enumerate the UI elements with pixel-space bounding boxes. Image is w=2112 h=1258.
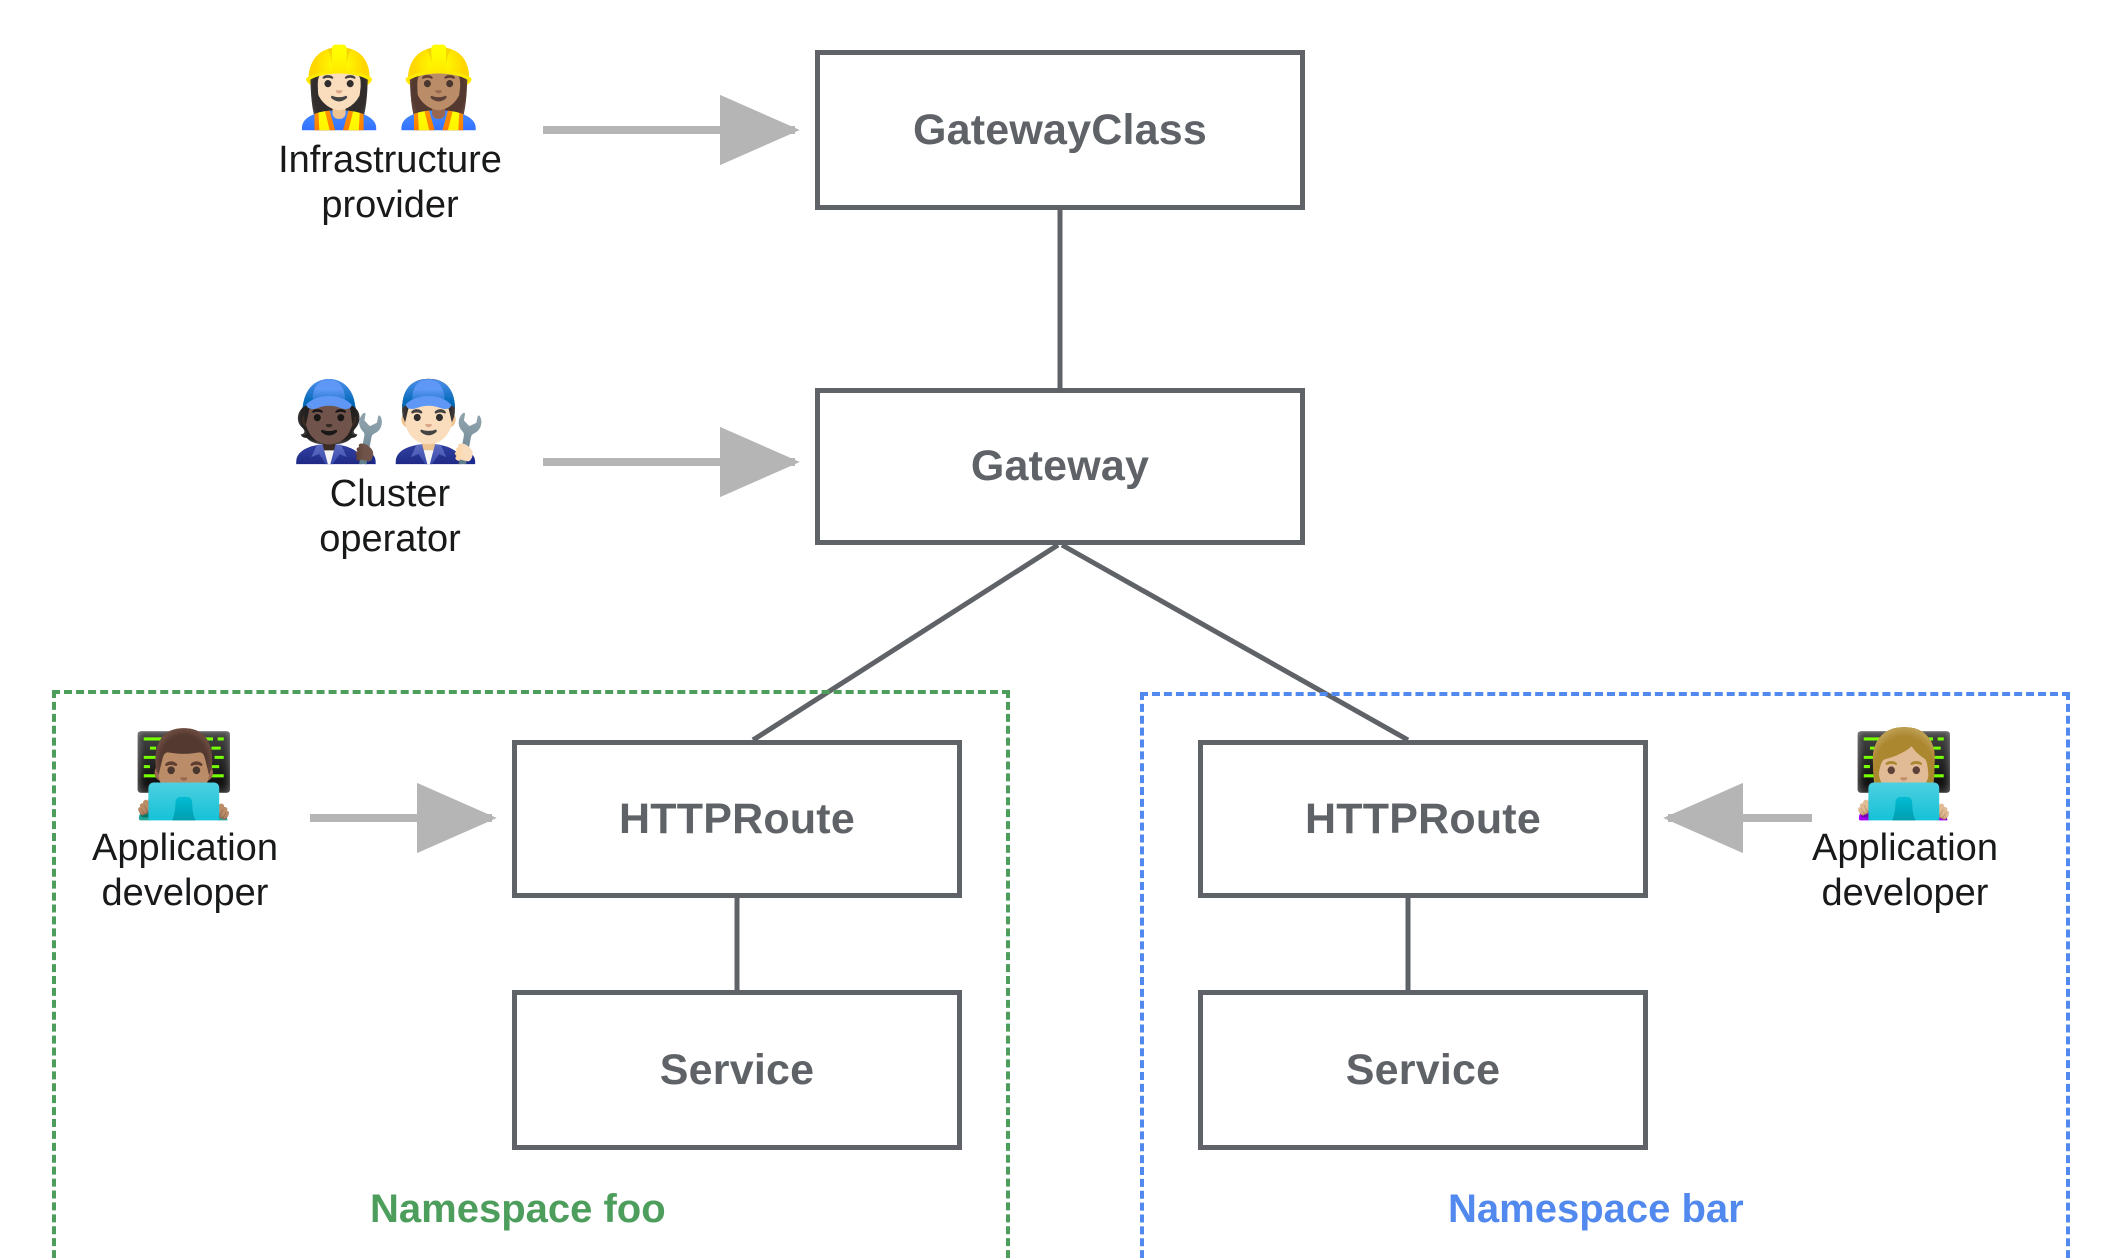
service-foo-box[interactable]: Service [512,990,962,1150]
persona-infrastructure-provider-label: Infrastructure provider [278,138,502,226]
namespace-foo-container [52,690,1010,1258]
gatewayclass-label: GatewayClass [912,105,1207,154]
persona-app-developer-foo: 👨🏽‍💻 Application developer [70,730,300,916]
technologist-icon: 👨🏽‍💻 [131,725,239,823]
namespace-foo-label: Namespace foo [370,1187,666,1231]
technologist-icon: 👩🏼‍💻 [1851,725,1959,823]
persona-infrastructure-provider: 👷🏻‍♀️👷🏽‍♀️ Infrastructure provider [240,43,540,228]
namespace-bar-container [1140,692,2070,1258]
httproute-bar-label: HTTPRoute [1305,794,1541,843]
service-bar-label: Service [1345,1045,1501,1094]
service-foo-label: Service [659,1045,815,1094]
httproute-foo-label: HTTPRoute [619,794,855,843]
service-bar-box[interactable]: Service [1198,990,1648,1150]
gatewayclass-box[interactable]: GatewayClass [815,50,1305,210]
httproute-bar-box[interactable]: HTTPRoute [1198,740,1648,898]
namespace-bar-label: Namespace bar [1448,1187,1744,1231]
gateway-box[interactable]: Gateway [815,388,1305,545]
persona-cluster-operator: 🧑🏿‍🔧👨🏻‍🔧 Cluster operator [240,377,540,562]
persona-app-developer-bar: 👩🏼‍💻 Application developer [1790,730,2020,916]
httproute-foo-box[interactable]: HTTPRoute [512,740,962,898]
persona-app-developer-bar-label: Application developer [1812,827,1998,915]
construction-worker-icon: 👷🏻‍♀️👷🏽‍♀️ [290,43,490,133]
persona-app-developer-foo-label: Application developer [92,827,278,915]
persona-cluster-operator-label: Cluster operator [319,472,461,560]
mechanic-icon: 🧑🏿‍🔧👨🏻‍🔧 [290,377,490,467]
gateway-label: Gateway [970,442,1150,490]
